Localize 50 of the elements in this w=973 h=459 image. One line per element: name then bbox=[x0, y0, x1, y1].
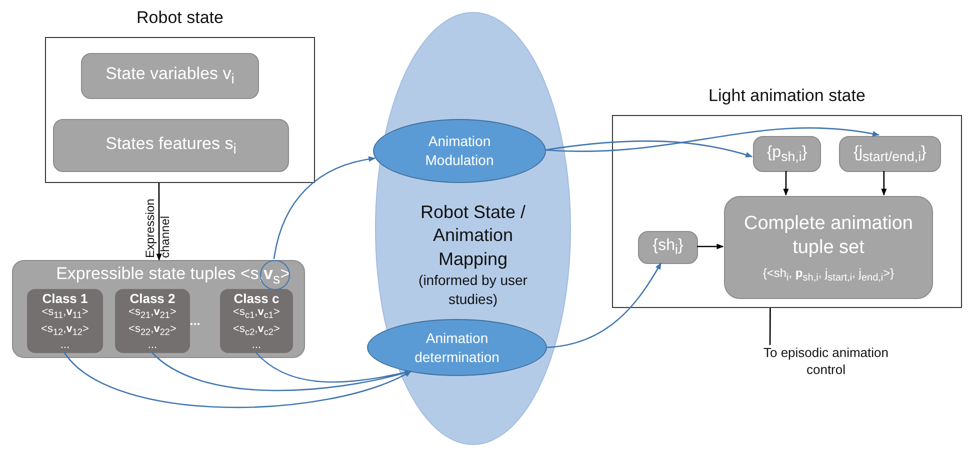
box-label: {sh$_{i}$} bbox=[652, 237, 684, 258]
connector-arrow bbox=[156, 183, 162, 261]
box-label: {p$_{sh,i}$} bbox=[766, 144, 808, 164]
connector-arrow bbox=[697, 244, 724, 250]
process-box bbox=[724, 196, 933, 299]
highlight-circle bbox=[260, 260, 290, 290]
edge-label: Expression channel bbox=[143, 197, 173, 258]
set-box bbox=[839, 136, 941, 172]
set-box bbox=[753, 136, 821, 172]
class-title: Class 2 bbox=[130, 291, 176, 306]
class-title: Class c bbox=[234, 291, 280, 306]
tuple-text: <s$_{12}$,v$_{12}$> bbox=[41, 322, 89, 339]
box-label: Animation Modulation bbox=[424, 132, 495, 170]
connector-arrow bbox=[546, 262, 662, 348]
class-box bbox=[27, 289, 103, 353]
tuple-text: ... bbox=[252, 339, 262, 353]
set-box bbox=[638, 231, 698, 264]
box-title: Complete animation tuple set bbox=[743, 212, 914, 260]
box-label: {j$_{start/end,i}$} bbox=[854, 144, 926, 164]
connector-arrow bbox=[255, 352, 412, 383]
box-label: Animation determination bbox=[414, 328, 500, 366]
box-label: State variables v$_{i}$ bbox=[106, 64, 234, 88]
tuple-formula: {<sh$_{i}$, p$_{sh,i}$, j$_{start,i}$, j$_{end,i}$>} bbox=[762, 266, 894, 283]
process-ellipse bbox=[367, 319, 547, 376]
tuple-text: ... bbox=[148, 339, 158, 353]
tuple-text: <s$_{22}$,v$_{22}$> bbox=[128, 322, 176, 339]
connector-arrow bbox=[783, 171, 789, 196]
group-box bbox=[12, 260, 305, 358]
tuple-text: <s$_{c2}$,v$_{c2}$> bbox=[233, 322, 280, 339]
connector-arrow bbox=[64, 352, 412, 408]
mapping-title: Robot State / Animation Mapping bbox=[419, 201, 527, 271]
mapping-note: (informed by user studies) bbox=[418, 271, 528, 309]
section-heading: Light animation state bbox=[708, 86, 866, 106]
note-text: To episodic animation control bbox=[762, 345, 890, 409]
process-box bbox=[81, 53, 259, 99]
class-title: Class 1 bbox=[42, 291, 88, 306]
tuple-text: <s$_{11}$,v$_{11}$> bbox=[42, 306, 88, 322]
process-box bbox=[53, 119, 289, 172]
connector-arrow bbox=[544, 127, 880, 152]
ellipsis-text: ... bbox=[190, 313, 200, 328]
tuple-text: ... bbox=[60, 339, 70, 353]
class-box bbox=[220, 289, 293, 353]
tuple-text: <s$_{c1}$,v$_{c1}$> bbox=[233, 306, 280, 322]
connector-arrow bbox=[273, 156, 376, 260]
class-box bbox=[115, 289, 190, 353]
connector-arrow bbox=[544, 140, 753, 158]
tuple-text: <s$_{21}$,v$_{21}$> bbox=[128, 306, 176, 322]
connector-arrow bbox=[881, 171, 887, 196]
section-heading: Robot state bbox=[136, 8, 224, 28]
box-label: States features s$_{i}$ bbox=[106, 134, 236, 158]
